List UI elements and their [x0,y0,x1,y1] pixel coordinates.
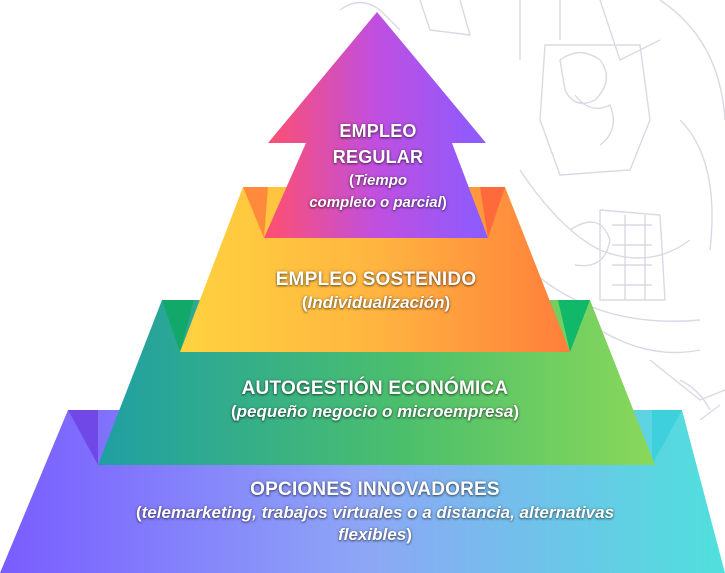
tier-empleo-sostenido-label: EMPLEO SOSTENIDO (Individualización) [200,268,552,314]
tier-opciones-innovadores-title: OPCIONES INNOVADORES [250,479,500,500]
top-tier-arrow-shape [264,12,488,238]
tier-empleo-regular-label: EMPLEO REGULAR (Tiempo completo o parcia… [268,118,488,214]
tier-autogestion-economica-subtitle: (pequeño negocio o microempresa) [230,402,520,422]
base-tier-shadow-right [652,410,682,465]
third-tier-shadow-left [162,300,194,352]
tier-empleo-sostenido-title: EMPLEO SOSTENIDO [275,269,477,290]
tier-empleo-regular-title-line1: EMPLEO [339,121,417,141]
tier-opciones-innovadores-subtitle-line2: flexibles) [338,525,412,545]
base-tier-shadow-left [68,410,98,465]
tier-empleo-regular-subtitle-line2: completo o parcial) [309,193,447,211]
tier-autogestion-economica-title: AUTOGESTIÓN ECONÓMICA [241,378,509,399]
tier-opciones-innovadores-label: OPCIONES INNOVADORES (telemarketing, tra… [30,478,720,546]
tier-empleo-regular-title-line2: REGULAR [332,147,424,168]
tier-empleo-regular-subtitle-line1: (Tiempo [348,172,408,190]
tier-autogestion-economica-label: AUTOGESTIÓN ECONÓMICA (pequeño negocio o… [140,377,610,423]
tier-opciones-innovadores-subtitle-line1: (telemarketing, trabajos virtuales o a d… [135,503,615,523]
third-tier-shadow-right [558,300,590,352]
second-tier-shadow-left [243,187,268,238]
second-tier-shadow-right [480,187,505,238]
coat-of-arms-watermark [339,0,725,421]
tier-empleo-sostenido-subtitle: (Individualización) [301,293,451,313]
